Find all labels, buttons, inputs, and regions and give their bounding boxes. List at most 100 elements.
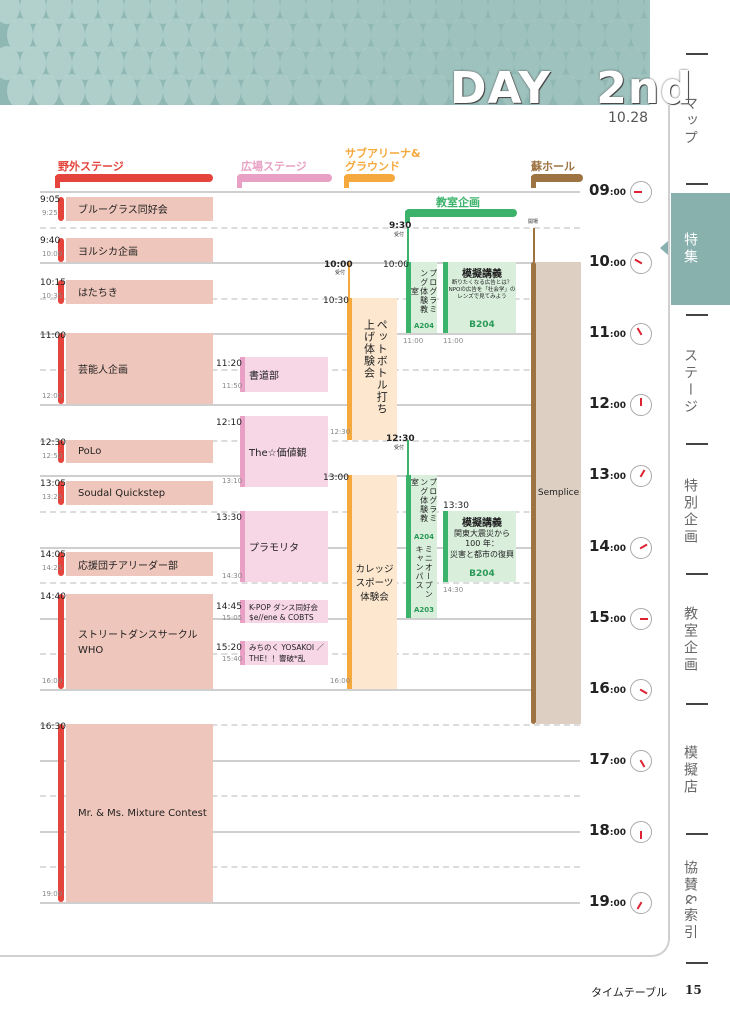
tab-mock-shop[interactable]: 模擬店 (682, 745, 698, 796)
hour-value: 09 (589, 181, 610, 199)
grid-line-hour (40, 759, 580, 762)
classroom-event-title: 模擬講義 (462, 269, 502, 281)
classroom-start-time: 10:00 (383, 260, 409, 271)
outdoor-event[interactable]: PoLo (66, 439, 213, 464)
plaza-event[interactable]: The☆価値観 (245, 416, 328, 488)
banner-dot (644, 0, 650, 24)
banner-dot (384, 46, 410, 80)
venue-arena-label: サブアリーナ& (345, 147, 421, 160)
venue-hall-label: 蘇ホール (531, 160, 575, 173)
hour-value: 19 (589, 892, 610, 910)
clock-icon (630, 678, 652, 701)
clock-hand (634, 258, 643, 265)
hour-suffix: :00 (609, 543, 626, 554)
clock-hand (636, 327, 643, 336)
outdoor-end-time: 19:00 (42, 890, 63, 898)
outdoor-start-time: 10:15 (40, 277, 66, 288)
outdoor-event[interactable]: Mr. & Ms. Mixture Contest (66, 724, 213, 903)
tab-classroom[interactable]: 教室企画 (682, 606, 698, 674)
hour-value: 15 (589, 607, 610, 626)
clock-hand (639, 759, 646, 768)
clock-hand (640, 617, 648, 620)
plaza-event[interactable]: 書道部 (245, 356, 328, 393)
plaza-event-title: プラモリタ (249, 542, 299, 554)
classroom-reception-time: 12:30 (386, 433, 415, 444)
banner-dot (579, 18, 605, 52)
grid-line-half (40, 582, 580, 584)
banner-dot (59, 74, 85, 105)
banner-dot (449, 18, 475, 52)
plaza-start-time: 13:30 (216, 513, 242, 523)
tab-separator (686, 183, 708, 185)
outdoor-event[interactable]: はたちき (66, 279, 213, 304)
hour-label: 15:00 (589, 608, 626, 626)
hour-value: 11 (589, 323, 610, 342)
banner-dot (566, 46, 592, 80)
hour-suffix: :00 (609, 188, 626, 198)
clock-icon (630, 607, 652, 630)
outdoor-event[interactable]: ブルーグラス同好会 (66, 196, 213, 221)
hall-event-bar (531, 262, 536, 725)
tab-stage[interactable]: ステージ (682, 348, 698, 416)
venue-hall-bar (531, 174, 583, 182)
clock-hand (634, 191, 642, 193)
banner-dot (163, 74, 189, 105)
clock-hand (639, 688, 648, 695)
banner-dot (436, 46, 462, 80)
plaza-end-time: 15:05 (222, 613, 243, 622)
day-date: 10.28 (608, 110, 649, 126)
outdoor-start-time: 11:00 (40, 331, 66, 342)
plaza-event[interactable]: みちのく YOSAKOI ／THE！！響破*乱 (245, 641, 328, 665)
outdoor-event[interactable]: ヨルシカ企画 (66, 238, 213, 263)
clock-icon (630, 323, 652, 346)
grid-line-half (40, 866, 580, 869)
banner-dot (267, 74, 293, 105)
arena-reception-time: 10:00 (324, 260, 353, 271)
classroom-start-time: 13:30 (443, 500, 469, 511)
venue-arena-hook (344, 176, 349, 188)
hour-suffix: :00 (609, 472, 626, 483)
tab-feature[interactable]: 特集 (682, 232, 698, 266)
hour-value: 17 (589, 749, 610, 768)
plaza-end-time: 14:30 (222, 572, 243, 580)
plaza-event-title: みちのく YOSAKOI ／ (249, 643, 324, 653)
outdoor-event-title: 応援団チアリーダー部 (78, 560, 178, 572)
venue-plaza-hook (237, 176, 242, 188)
banner-dot (462, 46, 488, 80)
arena-event[interactable]: ペットボトル打ち上げ体験会 (352, 297, 397, 440)
banner-dot (592, 46, 618, 80)
hour-value: 16 (589, 678, 610, 697)
banner-dot (618, 46, 644, 80)
outdoor-event[interactable]: 応援団チアリーダー部 (66, 552, 213, 577)
hour-suffix: :00 (609, 685, 626, 696)
classroom-reception-note: 受付 (394, 444, 405, 451)
plaza-event[interactable]: K-POP ダンス同好会$e//ene & COBTS (245, 599, 328, 624)
tab-special[interactable]: 特別企画 (682, 478, 698, 546)
outdoor-event[interactable]: 芸能人企画 (66, 333, 213, 405)
grid-line-hour (40, 902, 580, 904)
tab-map[interactable]: マップ (682, 96, 698, 147)
classroom-event-desc3: レンズで見てみよう (457, 294, 507, 301)
clock-icon (630, 252, 652, 275)
plaza-event[interactable]: プラモリタ (245, 510, 328, 582)
hour-label: 19:00 (589, 892, 626, 910)
venue-classroom-label: 教室企画 (436, 196, 480, 209)
clock-icon (630, 749, 652, 772)
grid-line-hour (40, 688, 580, 691)
outdoor-start-time: 14:05 (40, 550, 66, 561)
banner-dot (189, 74, 215, 105)
classroom-reception-time: 9:30 (389, 220, 412, 231)
hall-event[interactable]: Semplice (536, 262, 581, 725)
outdoor-event[interactable]: Soudal Quickstep (66, 481, 213, 505)
banner-dot (410, 46, 436, 80)
arena-event-bar (347, 475, 352, 689)
tab-sponsor-index[interactable]: 協賛&索引 (682, 860, 698, 942)
clock-icon (630, 820, 652, 843)
arena-event[interactable]: カレッジスポーツ体験会 (352, 475, 397, 689)
outdoor-end-time: 9:25 (42, 208, 58, 217)
